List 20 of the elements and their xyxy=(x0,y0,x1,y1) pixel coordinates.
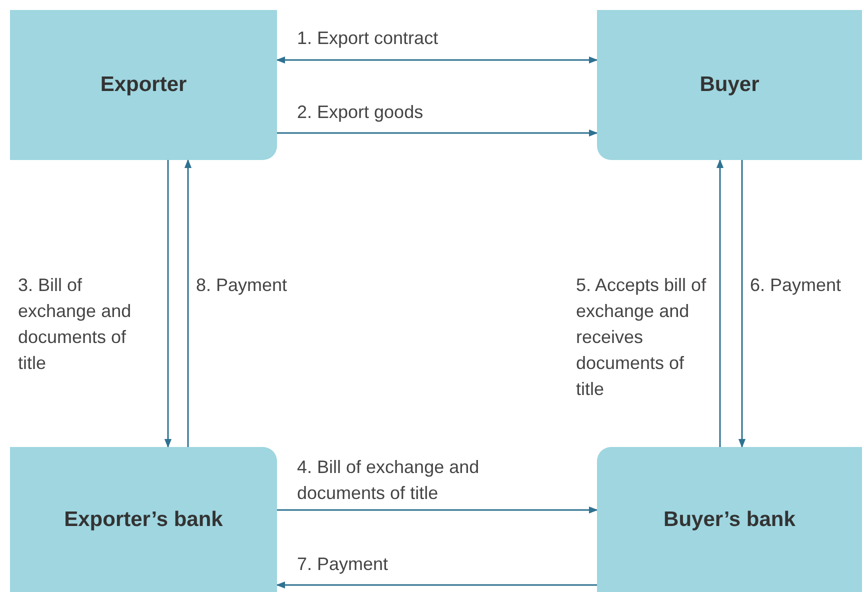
arrow xyxy=(164,160,172,448)
arrow xyxy=(277,506,598,514)
party-box: Exporter’s bank xyxy=(10,447,277,592)
edge-label: 5. Accepts bill of exchange and receives documents of title xyxy=(576,274,708,401)
edge-label: 8. Payment xyxy=(196,274,288,297)
arrow xyxy=(276,56,598,64)
arrow xyxy=(716,159,724,447)
edge-label: 6. Payment xyxy=(750,274,842,297)
arrow xyxy=(276,581,597,589)
party-box: Exporter xyxy=(10,10,277,160)
arrow xyxy=(738,160,746,448)
party-box: Buyer’s bank xyxy=(597,447,862,592)
edge-label: 2. Export goods xyxy=(297,101,424,124)
edge-label: 1. Export contract xyxy=(297,27,440,50)
party-box: Buyer xyxy=(597,10,862,160)
edge-label: 4. Bill of exchange and documents of title xyxy=(297,456,480,505)
arrow xyxy=(184,159,192,447)
arrow xyxy=(277,129,598,137)
edge-label: 7. Payment xyxy=(297,553,390,576)
edge-label: 3. Bill of exchange and documents of title xyxy=(18,274,132,375)
